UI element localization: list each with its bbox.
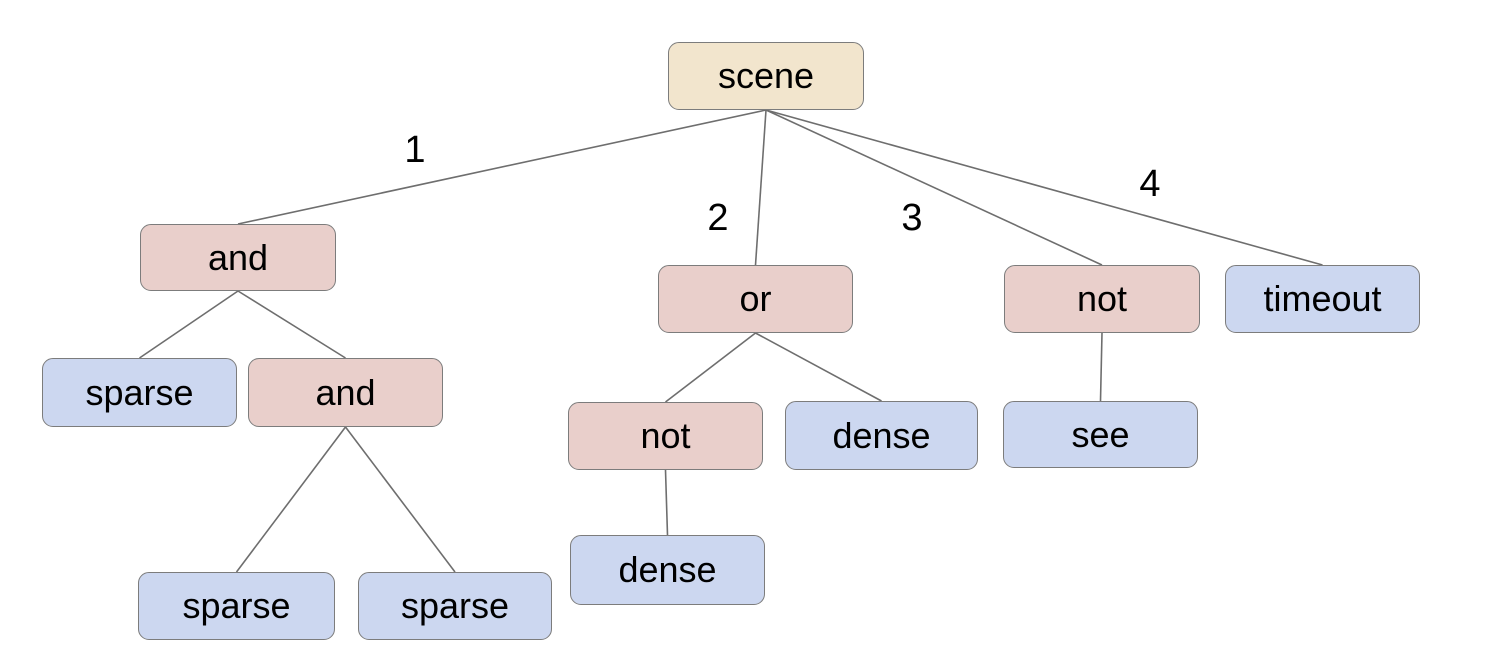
tree-node-or-1: or: [658, 265, 853, 333]
tree-node-not-3: not: [1004, 265, 1200, 333]
edge-not-3-to-see: [1099, 332, 1103, 402]
tree-node-sparse-1: sparse: [42, 358, 237, 427]
edge-label-2: 2: [707, 197, 728, 239]
edge-label-3: 3: [901, 197, 922, 239]
tree-node-and-2: and: [248, 358, 443, 427]
edge-not-2-to-dense-2: [664, 469, 669, 536]
tree-node-not-2: not: [568, 402, 763, 470]
tree-node-dense-1: dense: [785, 401, 978, 470]
edge-or-1-to-dense-1: [755, 332, 882, 402]
edge-scene-to-or-1: [754, 109, 767, 266]
tree-node-dense-2: dense: [570, 535, 765, 605]
tree-node-sparse-2: sparse: [138, 572, 335, 640]
edge-label-4: 4: [1139, 163, 1160, 205]
edge-and-2-to-sparse-3: [344, 426, 456, 573]
edge-label-1: 1: [404, 129, 425, 171]
tree-node-timeout: timeout: [1225, 265, 1420, 333]
tree-node-sparse-3: sparse: [358, 572, 552, 640]
edge-and-1-to-sparse-1: [139, 290, 239, 359]
tree-node-and-1: and: [140, 224, 336, 291]
edge-scene-to-and-1: [237, 109, 767, 225]
tree-node-scene: scene: [668, 42, 864, 110]
edge-and-1-to-and-2: [237, 290, 346, 359]
edge-and-2-to-sparse-2: [235, 426, 347, 573]
edge-scene-to-timeout: [765, 109, 1323, 266]
edge-scene-to-not-3: [765, 109, 1103, 266]
edge-or-1-to-not-2: [665, 332, 756, 403]
tree-node-see: see: [1003, 401, 1198, 468]
